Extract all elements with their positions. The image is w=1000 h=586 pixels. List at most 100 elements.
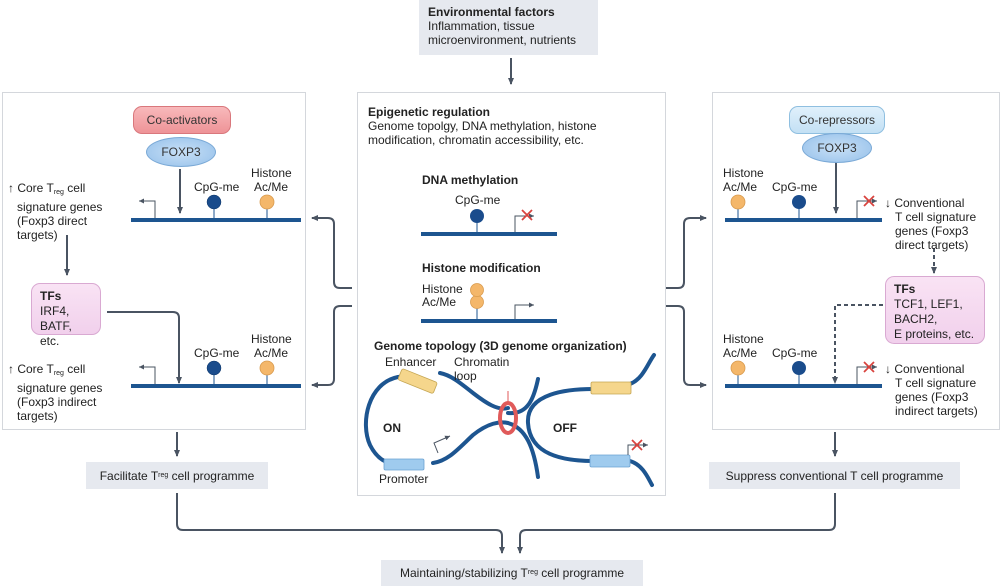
cell-text: cell — [63, 362, 86, 376]
suppress-text: Suppress conventional T cell programme — [725, 468, 944, 483]
foxp3-right: FOXP3 — [802, 133, 872, 163]
direct-targets-label: ↑ Core Treg cell signature genes (Foxp3 … — [8, 181, 128, 242]
tss-arrow-icon — [139, 364, 156, 384]
histone-icon — [470, 295, 484, 309]
cell-text: cell — [63, 181, 86, 195]
indirect-targets-label: ↓ Conventional T cell signature genes (F… — [885, 362, 978, 418]
arrow-tfs-to-indirect — [107, 311, 182, 384]
conventional-suppression-panel: Co-repressors FOXP3 Histone Ac/Me CpG-me… — [712, 92, 1000, 430]
direct-line3: genes (Foxp3 — [895, 224, 969, 238]
direct-line4: targets) — [17, 228, 58, 242]
epigenetic-regulation-panel: Epigenetic regulation Genome topolgy, DN… — [357, 92, 666, 496]
tfs-box-left: TFs IRF4, BATF, etc. — [31, 283, 101, 348]
tss-arrow-icon — [627, 442, 648, 455]
tss-arrow-icon — [139, 198, 156, 218]
cpg-methyl-icon — [792, 195, 806, 209]
coactivators-text: Co-activators — [146, 113, 218, 127]
foxp3-left: FOXP3 — [146, 137, 216, 167]
chromatin-fiber-off — [525, 353, 656, 487]
histone-label-2: Ac/Me — [723, 346, 758, 360]
dna-strand-direct — [131, 218, 301, 222]
indirect-line3: (Foxp3 indirect — [17, 395, 97, 409]
histone-label-1: Histone — [251, 332, 292, 346]
final-post: cell programme — [537, 566, 624, 580]
cpg-label: CpG-me — [194, 180, 240, 194]
blocked-cross-icon — [863, 361, 875, 373]
cpg-label: CpG-me — [455, 193, 501, 207]
treg-activation-panel: Co-activators FOXP3 CpG-me Histone Ac/Me… — [2, 92, 306, 430]
enhancer-label: Enhancer — [385, 355, 437, 369]
indirect-line2: signature genes — [17, 381, 103, 395]
direct-line1: ↓ Conventional — [885, 196, 965, 210]
corepressors-label: Co-repressors — [789, 106, 885, 134]
blocked-cross-icon — [863, 195, 875, 207]
histone-label-2: Ac/Me — [254, 180, 289, 194]
promoter-icon-off — [589, 454, 631, 468]
cpg-label: CpG-me — [772, 346, 818, 360]
chromatin-fiber-on — [363, 371, 540, 479]
tss-arrow-icon — [856, 198, 877, 218]
dashed-arrow-tfs-to-indirect — [832, 304, 883, 384]
tss-arrow-icon — [433, 435, 451, 454]
cpg-label: CpG-me — [772, 180, 818, 194]
blocked-cross-icon — [631, 439, 643, 451]
histone-label-2: Ac/Me — [723, 180, 758, 194]
arrow-center-to-right-top — [666, 215, 707, 289]
histone-label-1: Histone — [723, 332, 764, 346]
histone-icon — [470, 283, 484, 297]
tfs-title: TFs — [40, 289, 62, 303]
histone-label-2: Ac/Me — [422, 295, 457, 309]
histone-label-2: Ac/Me — [254, 346, 289, 360]
tfs-line1: IRF4, — [40, 304, 70, 318]
direct-line3: (Foxp3 direct — [17, 214, 88, 228]
facilitate-pre: Facilitate T — [99, 468, 159, 483]
epigenetic-header: Epigenetic regulation Genome topolgy, DN… — [368, 105, 597, 147]
tss-arrow-icon — [856, 364, 877, 384]
tfs-title: TFs — [894, 282, 916, 296]
blocked-cross-icon — [521, 209, 533, 221]
dna-strand — [421, 319, 557, 323]
histone-icon — [730, 194, 746, 210]
arrow-suppress-to-final — [517, 493, 836, 554]
reg-sub: reg — [53, 189, 64, 196]
cpg-methyl-icon — [470, 209, 484, 223]
tfs-line1: TCF1, LEF1, — [894, 297, 963, 311]
dna-strand-direct — [725, 218, 882, 222]
promoter-icon — [383, 458, 425, 471]
direct-line2: signature genes — [17, 200, 103, 214]
dna-methylation-title: DNA methylation — [422, 173, 519, 187]
histone-label-1: Histone — [251, 166, 292, 180]
off-label: OFF — [553, 421, 577, 435]
enhancer-icon — [397, 368, 438, 394]
direct-line4: direct targets) — [895, 238, 969, 252]
histone-label-1: Histone — [723, 166, 764, 180]
tfs-line3: E proteins, etc. — [894, 327, 975, 341]
environmental-factors-title: Environmental factors — [428, 5, 555, 19]
dna-strand-indirect — [725, 384, 882, 388]
enhancer-icon-off — [590, 381, 632, 395]
up-arrow-icon: ↑ — [8, 362, 14, 376]
histone-icon — [730, 360, 746, 376]
cpg-label: CpG-me — [194, 346, 240, 360]
tss-arrow-icon — [514, 302, 534, 319]
on-label: ON — [383, 421, 401, 435]
up-arrow-icon: ↑ — [8, 181, 14, 195]
cpg-methyl-icon — [206, 194, 222, 210]
left-panel-graphics — [64, 169, 301, 388]
cpg-methyl-icon — [206, 360, 222, 376]
reg-sub: reg — [158, 471, 169, 479]
dna-strand — [421, 232, 557, 236]
promoter-label: Promoter — [379, 472, 429, 486]
epigenetic-line1: Genome topolgy, DNA methylation, histone — [368, 119, 597, 133]
core-text: Core T — [17, 181, 54, 195]
corepressors-text: Co-repressors — [798, 113, 876, 127]
cpg-methyl-icon — [792, 361, 806, 375]
direct-targets-label: ↓ Conventional T cell signature genes (F… — [885, 196, 976, 252]
epigenetic-line2: modification, chromatin accessibility, e… — [368, 133, 584, 147]
environmental-factors-line1: Inflammation, tissue — [428, 19, 535, 33]
indirect-line2: T cell signature — [895, 376, 977, 390]
genome-topology-title: Genome topology (3D genome organization) — [374, 339, 627, 353]
chromatin-loop-label-1: Chromatin — [454, 355, 510, 369]
core-text: Core T — [17, 362, 54, 376]
